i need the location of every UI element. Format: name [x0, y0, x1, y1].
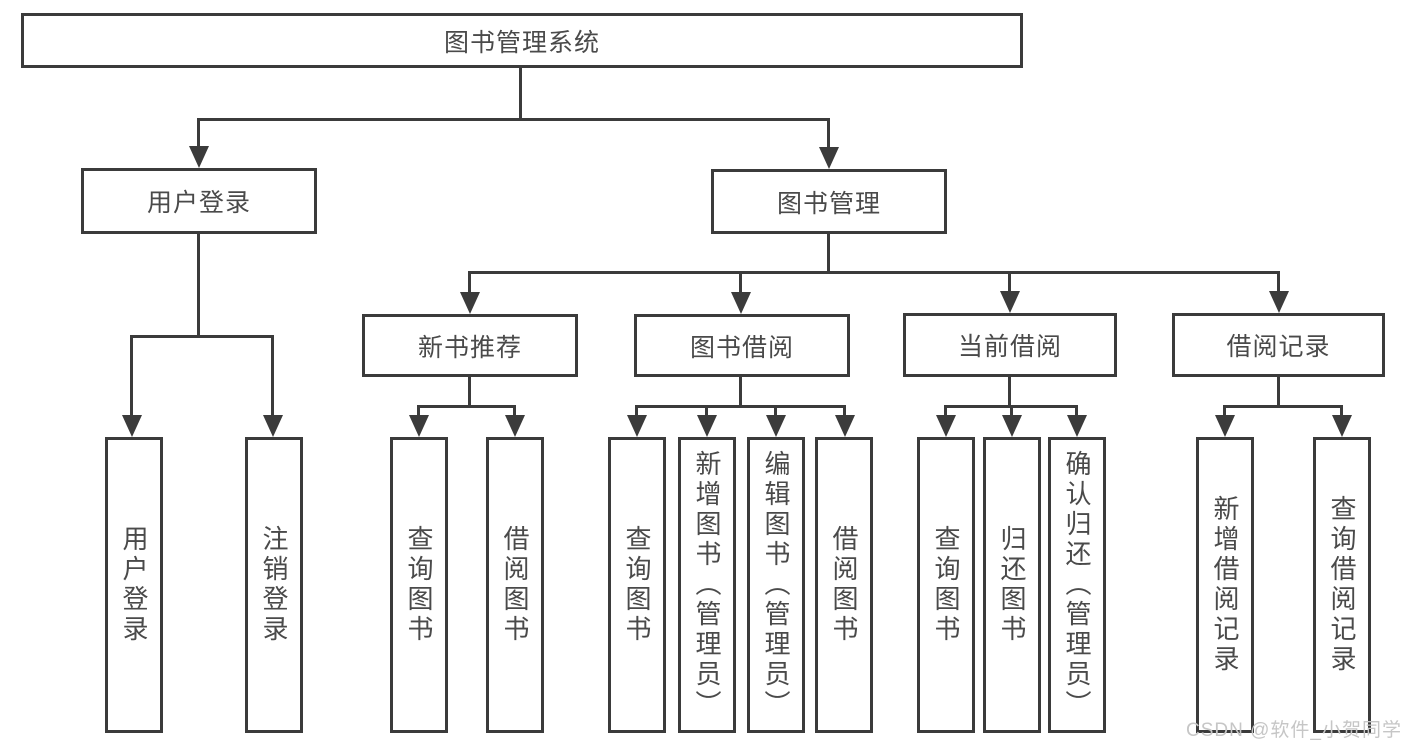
connector-vline	[519, 68, 522, 118]
connector-vline	[130, 335, 133, 419]
node-current-borrowing: 当前借阅	[903, 313, 1117, 377]
leaf-bb-add-books-admin: 新增图书（管理员）	[678, 437, 736, 733]
connector-vline	[1008, 271, 1011, 293]
leaf-cb-query-books: 查询图书	[917, 437, 975, 733]
arrow-down-icon	[189, 146, 209, 168]
arrow-down-icon	[835, 415, 855, 437]
connector-vline	[513, 405, 516, 417]
node-label: 归还图书	[997, 525, 1027, 645]
connector-vline	[1340, 405, 1343, 417]
node-user-login: 用户登录	[81, 168, 317, 234]
node-label: 编辑图书（管理员）	[761, 450, 791, 720]
leaf-nb-borrow-books: 借阅图书	[486, 437, 544, 733]
node-label: 借阅记录	[1226, 333, 1331, 361]
node-label: 用户登录	[119, 525, 149, 645]
connector-vline	[468, 271, 471, 295]
connector-vline	[197, 118, 200, 148]
leaf-br-add-record: 新增借阅记录	[1196, 437, 1254, 733]
connector-hline	[635, 405, 846, 408]
connector-vline	[635, 405, 638, 417]
arrow-down-icon	[1269, 291, 1289, 313]
leaf-cb-confirm-return-admin: 确认归还（管理员）	[1048, 437, 1106, 733]
connector-vline	[1008, 377, 1011, 407]
connector-vline	[1277, 271, 1280, 293]
leaf-bb-borrow-books: 借阅图书	[815, 437, 873, 733]
node-label: 图书管理系统	[443, 28, 600, 57]
node-label: 借阅图书	[829, 525, 859, 645]
arrow-down-icon	[122, 415, 142, 437]
node-new-book-recommend: 新书推荐	[362, 314, 578, 377]
arrow-down-icon	[766, 415, 786, 437]
node-label: 图书借阅	[689, 333, 794, 362]
connector-vline	[739, 271, 742, 295]
arrow-down-icon	[936, 415, 956, 437]
arrow-down-icon	[1002, 415, 1022, 437]
leaf-logout: 注销登录	[245, 437, 303, 733]
connector-hline	[197, 118, 830, 121]
arrow-down-icon	[819, 147, 839, 169]
arrow-down-icon	[1332, 415, 1352, 437]
leaf-cb-return-books: 归还图书	[983, 437, 1041, 733]
node-label: 查询图书	[931, 525, 961, 645]
connector-hline	[417, 405, 516, 408]
leaf-nb-query-books: 查询图书	[390, 437, 448, 733]
connector-vline	[271, 335, 274, 419]
node-label: 用户登录	[146, 189, 251, 217]
connector-vline	[1277, 377, 1280, 407]
leaf-br-query-record: 查询借阅记录	[1313, 437, 1371, 733]
connector-vline	[843, 405, 846, 417]
leaf-bb-query-books: 查询图书	[608, 437, 666, 733]
connector-hline	[1223, 405, 1343, 408]
leaf-user-login: 用户登录	[105, 437, 163, 733]
connector-vline	[1223, 405, 1226, 417]
connector-vline	[1075, 405, 1078, 417]
connector-vline	[827, 234, 830, 274]
arrow-down-icon	[627, 415, 647, 437]
arrow-down-icon	[505, 415, 525, 437]
node-borrowing-records: 借阅记录	[1172, 313, 1385, 377]
node-label: 当前借阅	[957, 333, 1062, 361]
node-label: 图书管理	[776, 189, 881, 218]
arrow-down-icon	[409, 415, 429, 437]
node-label: 新增图书（管理员）	[692, 450, 722, 720]
node-label: 查询借阅记录	[1327, 495, 1357, 675]
node-label: 注销登录	[259, 525, 289, 645]
node-label: 查询图书	[622, 525, 652, 645]
node-label: 新书推荐	[417, 333, 522, 362]
connector-vline	[739, 377, 742, 407]
connector-vline	[944, 405, 947, 417]
arrow-down-icon	[1067, 415, 1087, 437]
connector-vline	[705, 405, 708, 417]
node-book-borrowing: 图书借阅	[634, 314, 850, 377]
arrow-down-icon	[1000, 291, 1020, 313]
node-label: 借阅图书	[500, 525, 530, 645]
connector-vline	[1010, 405, 1013, 417]
arrow-down-icon	[1215, 415, 1235, 437]
arrow-down-icon	[731, 292, 751, 314]
connector-vline	[827, 118, 830, 149]
connector-hline	[468, 271, 1280, 274]
connector-hline	[130, 335, 274, 338]
node-label: 查询图书	[404, 525, 434, 645]
node-book-management: 图书管理	[711, 169, 947, 234]
node-label: 新增借阅记录	[1210, 495, 1240, 675]
arrow-down-icon	[263, 415, 283, 437]
arrow-down-icon	[460, 292, 480, 314]
connector-vline	[468, 377, 471, 407]
watermark: CSDN @软件_小贺同学	[1186, 720, 1402, 741]
node-library-management-system: 图书管理系统	[21, 13, 1023, 68]
arrow-down-icon	[697, 415, 717, 437]
leaf-bb-edit-books-admin: 编辑图书（管理员）	[747, 437, 805, 733]
connector-vline	[197, 234, 200, 335]
node-label: 确认归还（管理员）	[1062, 450, 1092, 720]
connector-vline	[774, 405, 777, 417]
connector-vline	[417, 405, 420, 417]
